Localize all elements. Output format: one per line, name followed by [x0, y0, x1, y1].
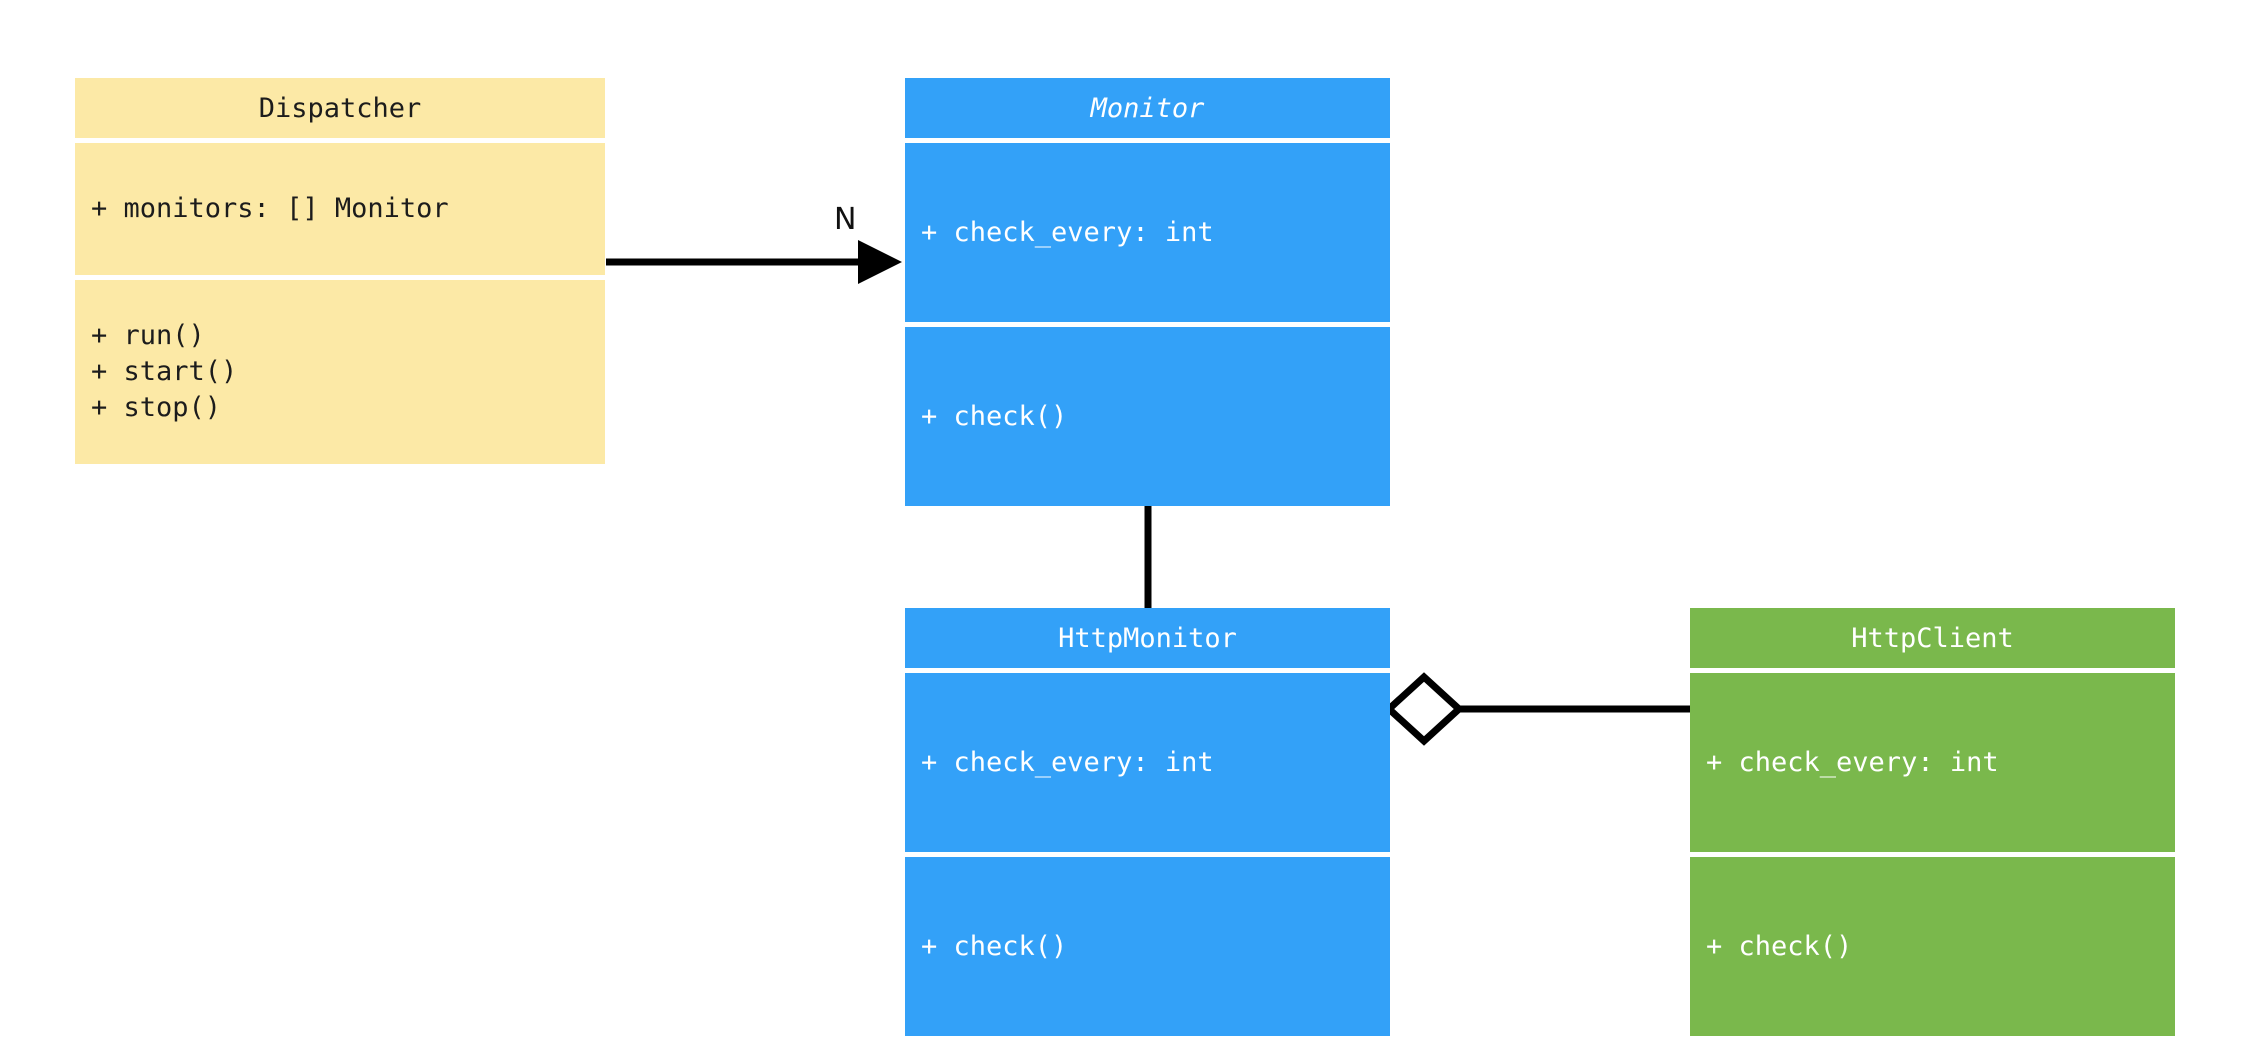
class-title-dispatcher: Dispatcher — [75, 78, 605, 138]
method-row: + check() — [921, 930, 1068, 962]
attribute-row: + check_every: int — [1706, 746, 1999, 778]
class-box-dispatcher[interactable]: Dispatcher + monitors: [] Monitor + run(… — [75, 78, 605, 464]
class-title-http-monitor: HttpMonitor — [905, 608, 1390, 668]
method-row: + check() — [921, 400, 1068, 432]
edge-http-monitor-to-http-client — [1383, 672, 1690, 746]
class-title-monitor: Monitor — [905, 78, 1390, 138]
edge-dispatcher-to-monitor — [606, 240, 902, 284]
class-methods-http-client: + check() — [1690, 857, 2175, 1036]
class-attributes-http-client: + check_every: int — [1690, 673, 2175, 852]
edge-label-multiplicity-n: N — [834, 202, 857, 237]
class-title-http-client: HttpClient — [1690, 608, 2175, 668]
filled-arrowhead-icon — [858, 240, 902, 284]
method-row: + check() — [1706, 930, 1853, 962]
attribute-row: + monitors: [] Monitor — [91, 193, 449, 225]
method-row: + stop() — [91, 391, 222, 423]
class-box-http-monitor[interactable]: HttpMonitor + check_every: int + check() — [905, 608, 1390, 1036]
class-attributes-monitor: + check_every: int — [905, 143, 1390, 322]
attribute-row: + check_every: int — [921, 746, 1214, 778]
hollow-diamond-icon — [1383, 672, 1465, 746]
class-methods-dispatcher: + run() + start() + stop() — [75, 280, 605, 464]
class-attributes-http-monitor: + check_every: int — [905, 673, 1390, 852]
method-row: + start() — [91, 356, 238, 388]
attribute-row: + check_every: int — [921, 216, 1214, 248]
class-methods-monitor: + check() — [905, 327, 1390, 506]
class-methods-http-monitor: + check() — [905, 857, 1390, 1036]
class-box-http-client[interactable]: HttpClient + check_every: int + check() — [1690, 608, 2175, 1036]
class-attributes-dispatcher: + monitors: [] Monitor — [75, 143, 605, 275]
class-box-monitor[interactable]: Monitor + check_every: int + check() — [905, 78, 1390, 506]
method-row: + run() — [91, 320, 205, 352]
